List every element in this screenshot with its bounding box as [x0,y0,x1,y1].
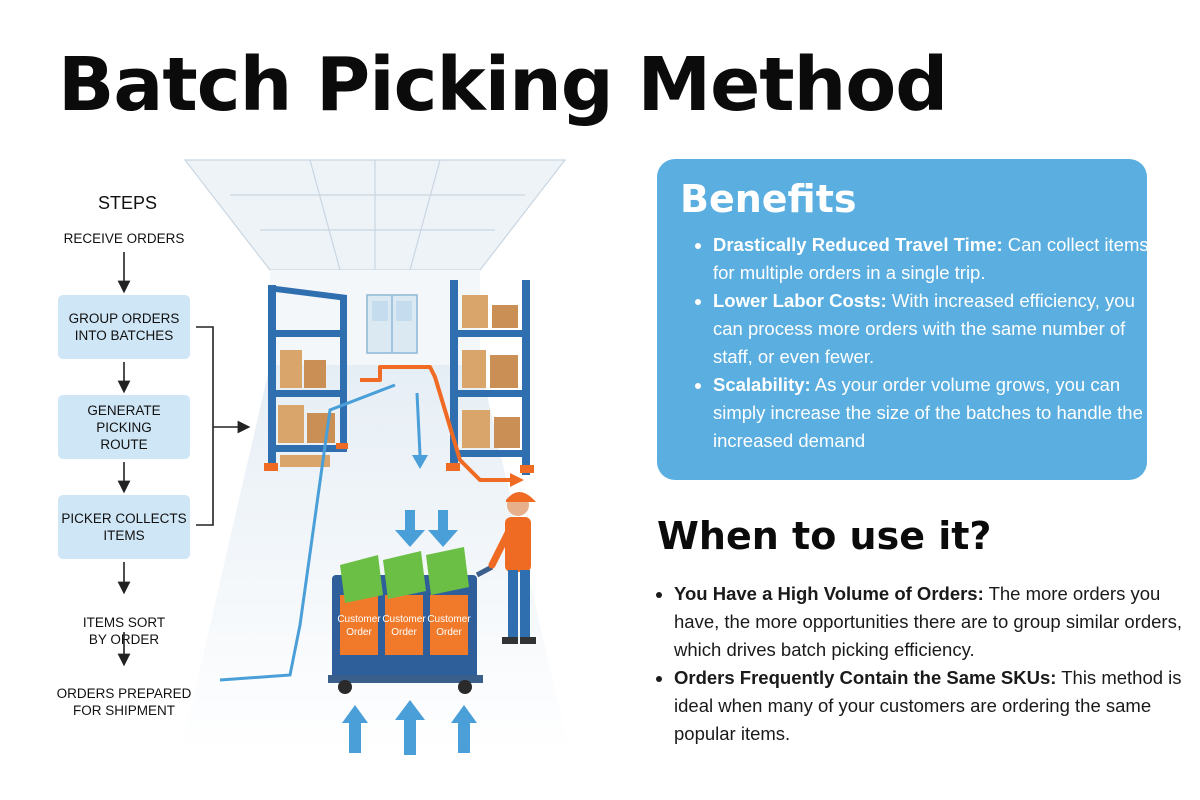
cart-box-label-line: Customer [337,614,381,625]
right-rack [446,280,534,475]
item-text: The more orders you have, the more oppor… [674,583,1182,660]
step-orders-prepared: ORDERS PREPARED FOR SHIPMENT [52,668,196,719]
incoming-arrows [395,510,458,547]
item-bold: Scalability: [713,374,811,395]
item-bold: Drastically Reduced Travel Time: [713,234,1003,255]
picking-route [360,365,510,482]
list-item: Lower Labor Costs: With increased effici… [713,287,1153,371]
step-label: PICKER COLLECTS ITEMS [61,511,187,543]
left-rack [264,285,348,471]
item-text: As your order volume grows, you can simp… [713,374,1143,451]
benefits-list: Drastically Reduced Travel Time: Can col… [695,231,1153,455]
cart-box-label-line: Customer [382,614,426,625]
item-bold: Orders Frequently Contain the Same SKUs: [674,667,1057,688]
step-label: GENERATE PICKING ROUTE [87,402,161,452]
item-text: Can collect items for multiple orders in… [713,234,1149,283]
step-generate-route: GENERATE PICKING ROUTE [58,395,190,459]
step-picker-collects: PICKER COLLECTS ITEMS [58,495,190,559]
item-bold: You Have a High Volume of Orders: [674,583,984,604]
when-list: You Have a High Volume of Orders: The mo… [656,580,1184,748]
step-label: GROUP ORDERS INTO BATCHES [68,311,180,343]
cart-box-label-line: Order [346,627,372,638]
page-title: Batch Picking Method [58,42,948,128]
cart-box-label-line: Order [391,627,417,638]
steps-heading: STEPS [98,193,158,213]
arrow-down-icon [412,455,428,469]
when-heading: When to use it? [657,514,992,558]
outgoing-arrows [342,700,477,755]
arrow-right-icon [510,473,524,487]
door-icon [366,294,418,354]
steps-connectors [117,252,251,667]
flow-path [219,383,396,682]
step-group-orders: GROUP ORDERS INTO BATCHES [58,295,190,359]
list-item: You Have a High Volume of Orders: The mo… [674,580,1184,664]
bracket-line [196,326,214,526]
cart-box-label-line: Order [436,627,462,638]
list-item: Scalability: As your order volume grows,… [713,371,1153,455]
list-item: Orders Frequently Contain the Same SKUs:… [674,664,1184,748]
item-bold: Lower Labor Costs: [713,290,887,311]
cart-box-label-line: Customer [427,614,471,625]
item-text: This method is ideal when many of your c… [674,667,1182,744]
picking-cart [328,547,494,694]
list-item: Drastically Reduced Travel Time: Can col… [713,231,1153,287]
step-receive-orders: RECEIVE ORDERS [58,230,190,247]
step-label: ITEMS SORT BY ORDER [82,615,166,647]
benefits-card: Benefits Drastically Reduced Travel Time… [657,159,1149,480]
worker-figure [488,491,536,644]
benefits-heading: Benefits [680,177,857,221]
step-label: ORDERS PREPARED FOR SHIPMENT [56,686,192,718]
item-text: With increased efficiency, you can proce… [713,290,1135,367]
step-label: RECEIVE ORDERS [63,231,185,246]
step-items-sort: ITEMS SORT BY ORDER [58,597,190,648]
